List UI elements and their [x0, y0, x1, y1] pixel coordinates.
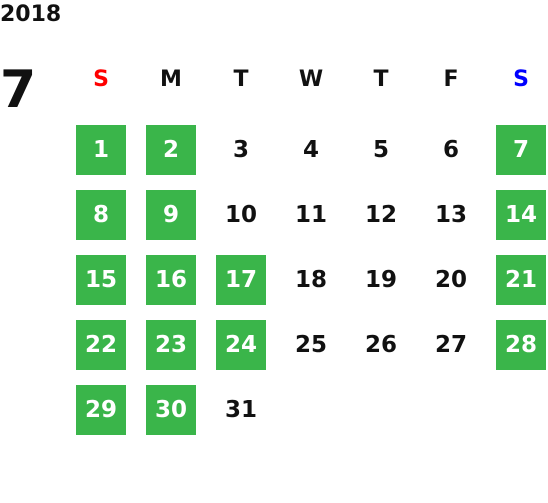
calendar-day-18[interactable]: 18	[294, 267, 327, 293]
calendar-day-11[interactable]: 11	[294, 202, 327, 228]
calendar-day-30[interactable]: 30	[146, 385, 196, 435]
calendar-day-31[interactable]: 31	[224, 397, 257, 423]
calendar-day-23[interactable]: 23	[146, 320, 196, 370]
calendar-year: 2018	[0, 2, 62, 27]
weekday-friday: F	[443, 67, 459, 92]
calendar-day-4[interactable]: 4	[302, 137, 319, 163]
calendar-day-27[interactable]: 27	[434, 332, 467, 358]
weekday-thursday: T	[373, 67, 389, 92]
calendar-day-6[interactable]: 6	[442, 137, 459, 163]
calendar-day-16[interactable]: 16	[146, 255, 196, 305]
calendar-day-8[interactable]: 8	[76, 190, 126, 240]
calendar-day-3[interactable]: 3	[232, 137, 249, 163]
calendar-day-9[interactable]: 9	[146, 190, 196, 240]
calendar-day-7[interactable]: 7	[496, 125, 546, 175]
weekday-tuesday: T	[233, 67, 249, 92]
calendar-day-22[interactable]: 22	[76, 320, 126, 370]
weekday-header-row: S M T W T F S	[0, 62, 548, 98]
calendar-day-24[interactable]: 24	[216, 320, 266, 370]
calendar-day-1[interactable]: 1	[76, 125, 126, 175]
calendar-day-10[interactable]: 10	[224, 202, 257, 228]
weekday-sunday: S	[93, 67, 109, 92]
calendar-day-2[interactable]: 2	[146, 125, 196, 175]
calendar-day-5[interactable]: 5	[372, 137, 389, 163]
calendar-day-17[interactable]: 17	[216, 255, 266, 305]
calendar-day-21[interactable]: 21	[496, 255, 546, 305]
calendar-day-15[interactable]: 15	[76, 255, 126, 305]
calendar-day-20[interactable]: 20	[434, 267, 467, 293]
calendar-day-13[interactable]: 13	[434, 202, 467, 228]
calendar-day-19[interactable]: 19	[364, 267, 397, 293]
calendar-day-25[interactable]: 25	[294, 332, 327, 358]
calendar-day-12[interactable]: 12	[364, 202, 397, 228]
calendar-day-28[interactable]: 28	[496, 320, 546, 370]
calendar-day-14[interactable]: 14	[496, 190, 546, 240]
weekday-monday: M	[160, 67, 182, 92]
weekday-wednesday: W	[298, 67, 324, 92]
calendar-day-29[interactable]: 29	[76, 385, 126, 435]
calendar-day-26[interactable]: 26	[364, 332, 397, 358]
calendar-month: 7	[0, 60, 37, 120]
weekday-saturday: S	[513, 67, 529, 92]
